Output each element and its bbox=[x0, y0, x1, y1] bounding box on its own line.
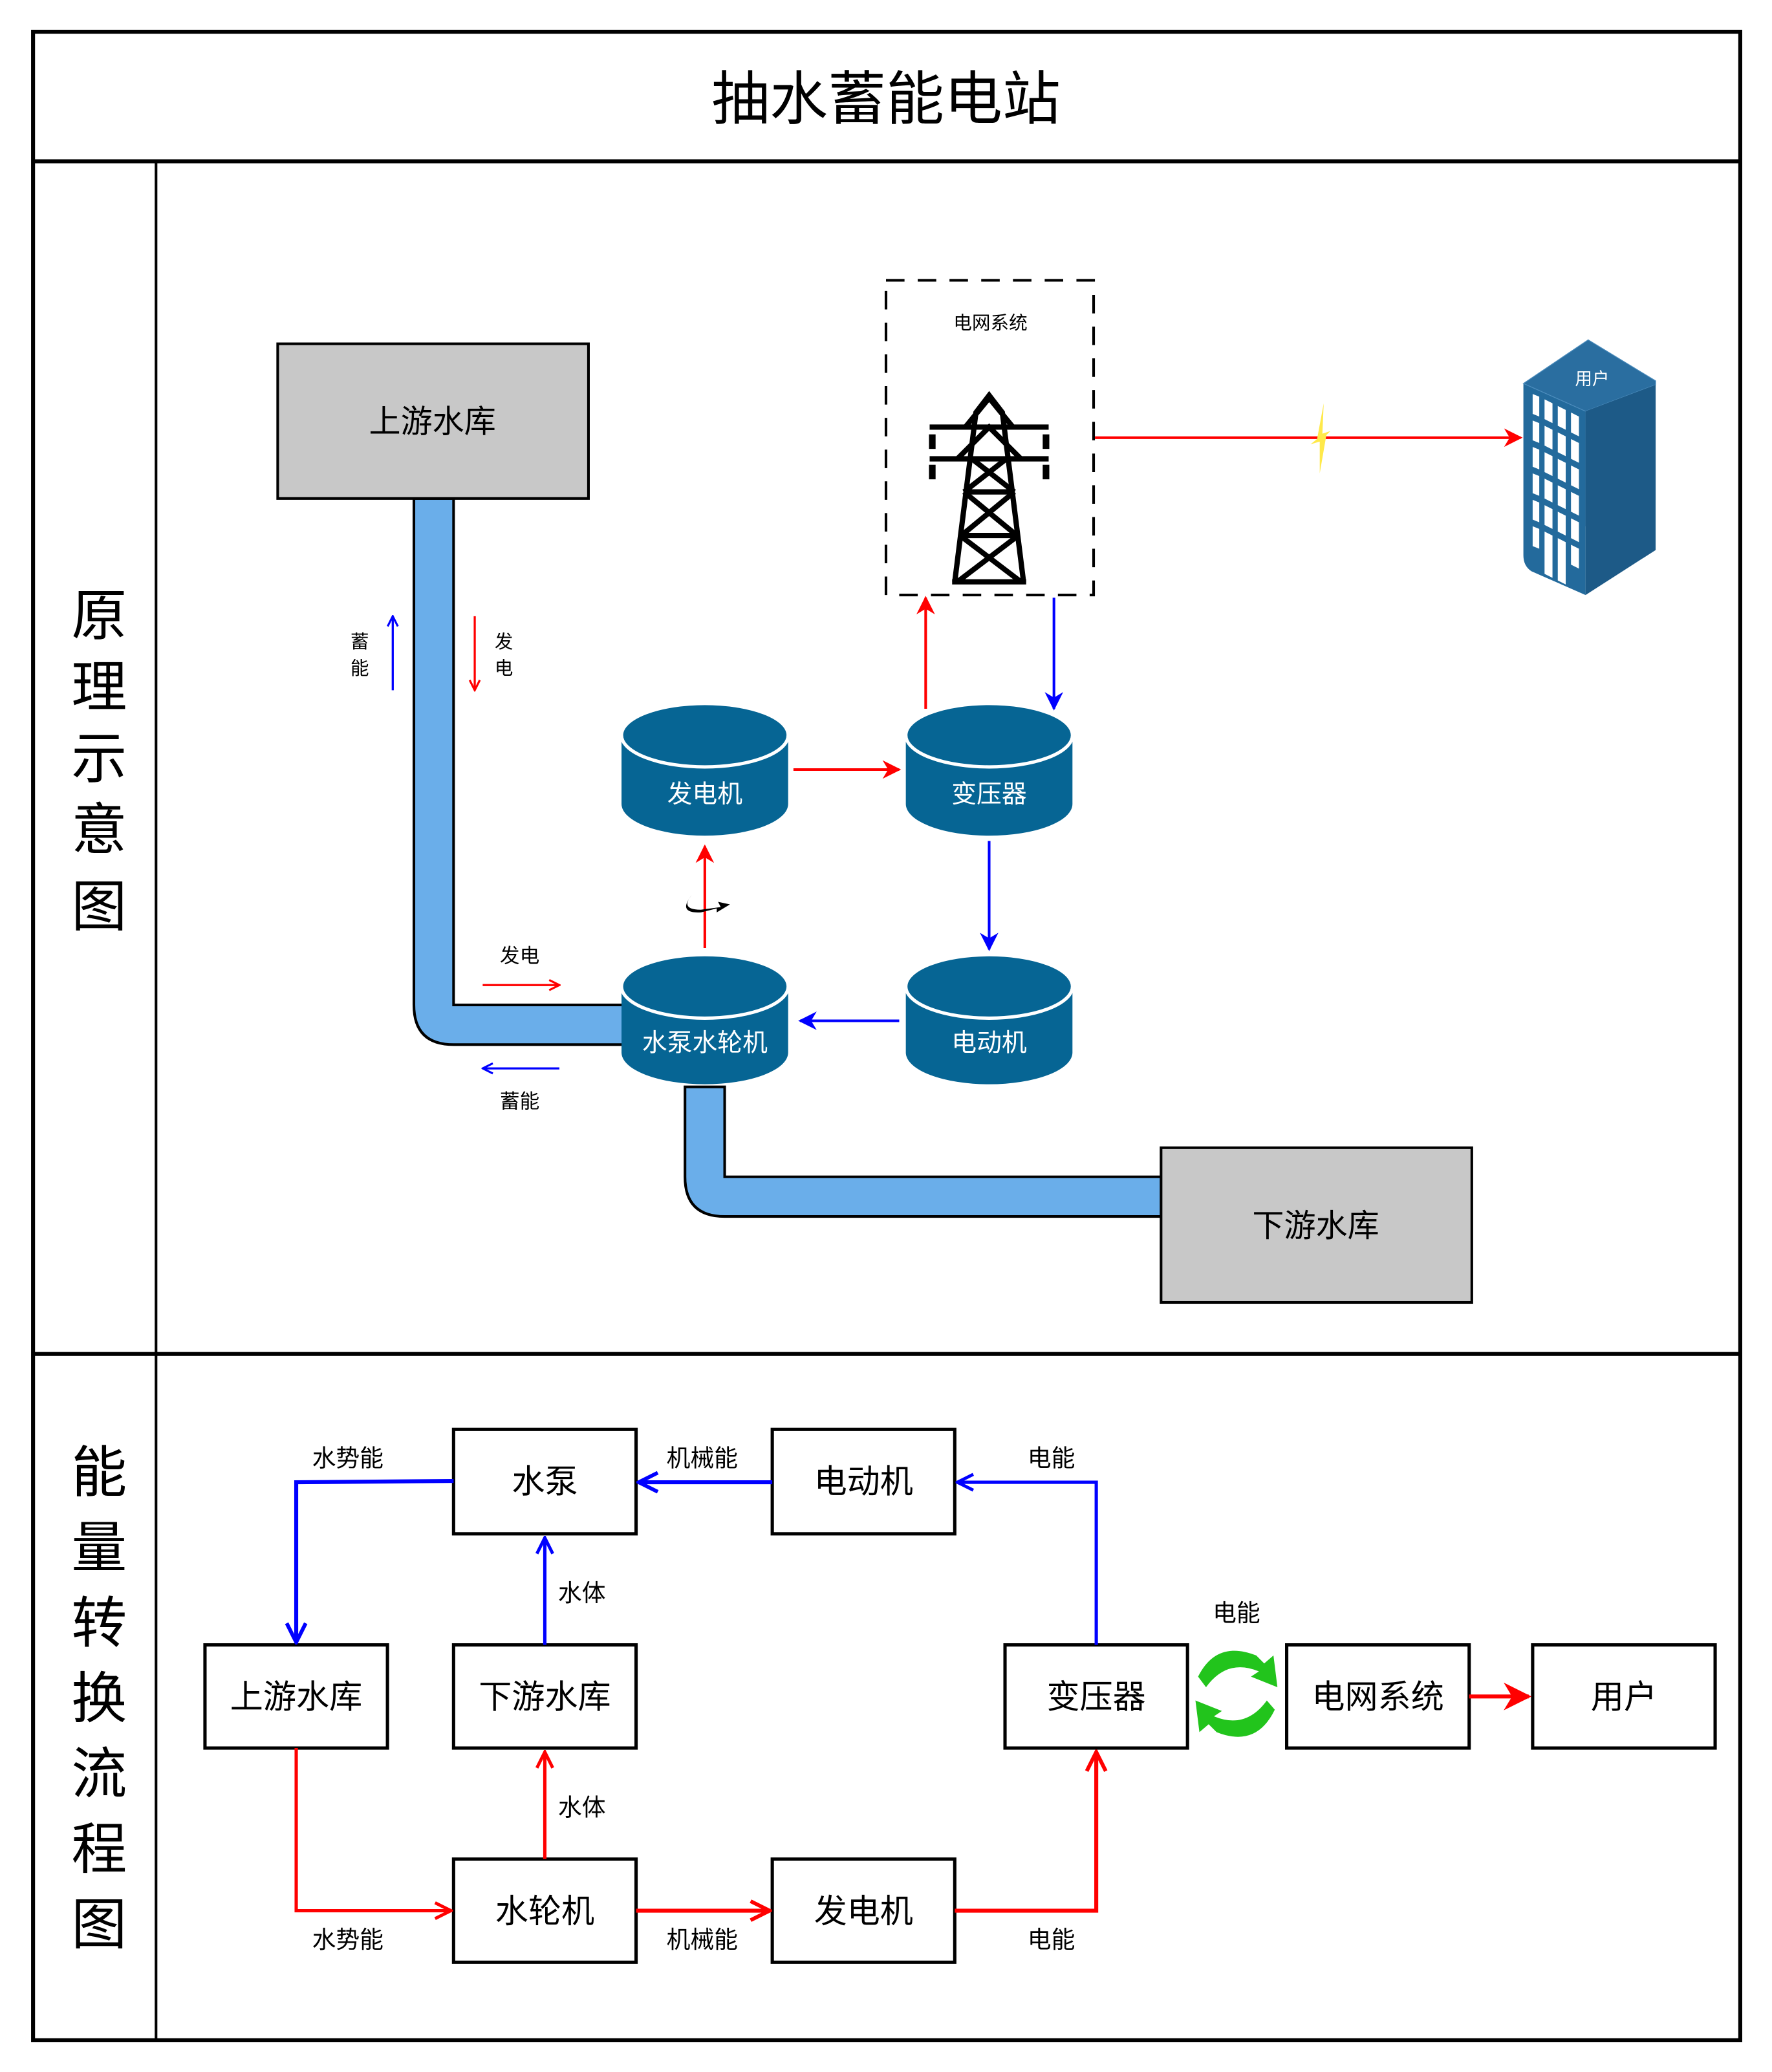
flow-box-label: 下游水库 bbox=[479, 1679, 610, 1717]
upper-to-turbine-edge bbox=[294, 1748, 451, 1910]
flow-box-label: 水轮机 bbox=[495, 1893, 594, 1931]
edge-label: 机械能 bbox=[667, 1926, 738, 1954]
building-windows bbox=[1532, 394, 1579, 585]
flow-box-upper-reservoir: 上游水库 bbox=[203, 1643, 389, 1750]
edge-label: 水体 bbox=[558, 1793, 606, 1821]
side-label-char: 流 bbox=[71, 1742, 127, 1807]
flow-box-label: 发电机 bbox=[814, 1893, 913, 1931]
edge-label: 电能 bbox=[1213, 1599, 1260, 1627]
lightning-icon bbox=[1310, 403, 1331, 473]
building-icon: 用户 bbox=[1522, 339, 1656, 596]
flow-box-label: 电网系统 bbox=[1312, 1679, 1443, 1717]
flow-box-turbine: 水轮机 bbox=[451, 1857, 638, 1964]
upper-reservoir: 上游水库 bbox=[276, 342, 590, 500]
transformer-cylinder: 变压器 bbox=[904, 702, 1074, 836]
edge-label: 电能 bbox=[1028, 1926, 1075, 1954]
flow-box-label: 用户 bbox=[1591, 1679, 1657, 1717]
flow-box-grid: 电网系统 bbox=[1285, 1643, 1471, 1750]
edge-label: 机械能 bbox=[667, 1445, 738, 1473]
flow-box-transformer: 变压器 bbox=[1003, 1643, 1189, 1750]
pump-to-upper-edge bbox=[296, 1478, 454, 1642]
flow-box-motor: 电动机 bbox=[770, 1427, 956, 1536]
flow-box-user: 用户 bbox=[1531, 1643, 1717, 1750]
generator-cylinder: 发电机 bbox=[620, 702, 790, 836]
motor-cylinder: 电动机 bbox=[904, 953, 1074, 1085]
grid-system-box: 电网系统 bbox=[884, 279, 1096, 597]
side-label-char: 换 bbox=[71, 1667, 127, 1731]
flow-box-generator: 发电机 bbox=[770, 1857, 956, 1964]
side-label-char: 图 bbox=[71, 1893, 127, 1958]
transformer-to-motor-edge bbox=[957, 1482, 1098, 1645]
edge-label: 水体 bbox=[558, 1579, 606, 1607]
page-title: 抽水蓄能电站 bbox=[711, 65, 1061, 133]
side-label-char: 图 bbox=[71, 874, 127, 939]
generate-label-char: 电 bbox=[495, 657, 513, 679]
flow-box-label: 水泵 bbox=[512, 1463, 578, 1501]
flow-box-lower-reservoir: 下游水库 bbox=[451, 1643, 638, 1750]
side-label-char: 示 bbox=[71, 726, 127, 791]
lower-reservoir-label: 下游水库 bbox=[1252, 1207, 1379, 1244]
pump-turbine-label: 水泵水轮机 bbox=[642, 1029, 768, 1058]
flow-section-label: 能 量 转 换 流 程 图 bbox=[71, 1440, 127, 1957]
grid-system-label: 电网系统 bbox=[953, 312, 1027, 334]
pump-turbine-cylinder: 水泵水轮机 bbox=[620, 953, 790, 1085]
side-label-char: 原 bbox=[71, 583, 127, 648]
edge-label: 电能 bbox=[1028, 1445, 1075, 1473]
horizontal-storage-label: 蓄能 bbox=[500, 1090, 539, 1113]
principle-section-label: 原 理 示 意 图 bbox=[71, 583, 127, 939]
flow-box-label: 电动机 bbox=[814, 1463, 913, 1501]
side-label-char: 量 bbox=[71, 1516, 127, 1581]
upper-reservoir-label: 上游水库 bbox=[369, 403, 496, 440]
motor-label: 电动机 bbox=[951, 1029, 1027, 1058]
side-label-char: 程 bbox=[71, 1817, 127, 1882]
generate-label-char: 发 bbox=[495, 631, 513, 653]
generator-to-transformer-edge bbox=[955, 1752, 1096, 1913]
flow-box-pump: 水泵 bbox=[451, 1427, 638, 1536]
storage-label-char: 蓄 bbox=[351, 631, 369, 653]
rotation-arrow-icon bbox=[686, 895, 730, 912]
power-tower-icon bbox=[929, 391, 1050, 585]
exchange-cycle-icon bbox=[1195, 1650, 1278, 1737]
side-label-char: 意 bbox=[71, 798, 127, 863]
side-label-char: 能 bbox=[71, 1440, 127, 1505]
side-label-char: 理 bbox=[71, 655, 127, 720]
edge-label: 水势能 bbox=[312, 1926, 384, 1954]
lower-reservoir: 下游水库 bbox=[1160, 1146, 1473, 1304]
edge-label: 水势能 bbox=[312, 1445, 384, 1473]
user-building-label: 用户 bbox=[1575, 369, 1609, 389]
storage-label-char: 能 bbox=[351, 657, 369, 679]
horizontal-generate-label: 发电 bbox=[500, 945, 539, 968]
flow-box-label: 上游水库 bbox=[230, 1679, 362, 1717]
transformer-label: 变压器 bbox=[951, 780, 1027, 809]
generator-label: 发电机 bbox=[667, 780, 743, 809]
flow-box-label: 变压器 bbox=[1046, 1679, 1145, 1717]
side-label-char: 转 bbox=[71, 1591, 127, 1656]
